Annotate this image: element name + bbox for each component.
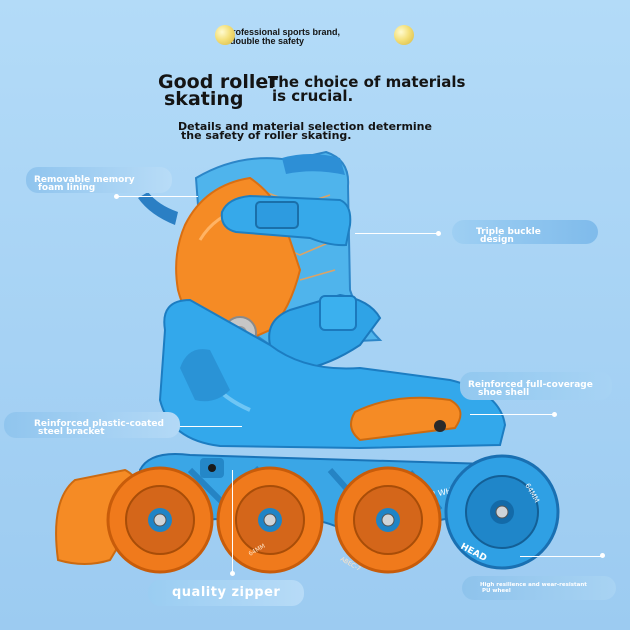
buckle-clip xyxy=(255,201,299,229)
callout-pu-wheel: High resilience and wear-resistant PU wh… xyxy=(462,576,616,600)
headline-right-line-1: The choice of materials xyxy=(268,73,466,91)
callout-bracket-line-1: Reinforced plastic-coated xyxy=(34,419,164,429)
headline-left-line-1: Good roller xyxy=(158,71,278,93)
leader-line-zipper xyxy=(232,470,233,574)
tongue-top xyxy=(282,154,345,175)
leader-line-memory xyxy=(118,196,198,197)
callout-wheel-line-1: High resilience and wear-resistant xyxy=(480,582,587,588)
callout-shoe-shell: Reinforced full-coverage shoe shell xyxy=(460,372,612,400)
callout-dot-icon xyxy=(552,412,557,417)
frame-bolt xyxy=(208,464,216,472)
callout-bracket-line-2: steel bracket xyxy=(38,427,105,437)
callout-memory-foam: Removable memory foam lining xyxy=(26,167,172,193)
wheel-3 xyxy=(334,466,442,574)
callout-buckle-line-2: design xyxy=(480,235,514,245)
callout-steel-bracket: Reinforced plastic-coated steel bracket xyxy=(4,412,180,438)
tennis-ball-icon xyxy=(394,25,414,45)
toe-screw xyxy=(434,420,446,432)
wheel-1 xyxy=(106,466,214,574)
ratchet-buckle xyxy=(319,295,357,331)
leader-line-wheel xyxy=(520,556,602,557)
wheel-4-front xyxy=(444,454,560,570)
leader-line-buckle xyxy=(355,233,440,234)
callout-dot-icon xyxy=(114,194,119,199)
callout-quality-zipper: quality zipper xyxy=(148,580,304,606)
cuff-strap xyxy=(138,192,178,225)
callout-zipper-label: quality zipper xyxy=(172,585,281,600)
wheels: HEAD 64MM 64MM ABEC-7 xyxy=(106,454,560,574)
headline-left: Good roller skating xyxy=(158,71,278,110)
callout-dot-icon xyxy=(230,571,235,576)
wheel-2 xyxy=(216,466,324,574)
callout-triple-buckle: Triple buckle design xyxy=(452,220,598,245)
brand-tagline-line-1: Professional sports brand, xyxy=(226,27,341,37)
brand-tagline: Professional sports brand, double the sa… xyxy=(226,28,340,46)
callout-buckle-line-1: Triple buckle xyxy=(476,227,541,237)
brand-tagline-line-2: double the safety xyxy=(230,36,305,46)
leader-line-shell xyxy=(470,414,556,415)
subheadline: Details and material selection determine… xyxy=(178,120,432,142)
callout-memory-line-1: Removable memory xyxy=(34,175,135,185)
callout-wheel-line-2: PU wheel xyxy=(482,588,511,594)
toe-accent xyxy=(350,396,462,442)
headline-right: The choice of materials is crucial. xyxy=(268,73,466,105)
shell-vent xyxy=(180,349,230,402)
callout-shell-line-1: Reinforced full-coverage xyxy=(468,380,593,390)
callout-dot-icon xyxy=(436,231,441,236)
subheadline-line-2: the safety of roller skating. xyxy=(181,129,352,142)
callout-dot-icon xyxy=(600,553,605,558)
headline-left-line-2: skating xyxy=(164,88,244,110)
subheadline-line-1: Details and material selection determine xyxy=(178,120,432,133)
callout-memory-line-2: foam lining xyxy=(38,183,96,193)
callout-shell-line-2: shoe shell xyxy=(478,388,530,398)
tennis-ball-icon xyxy=(215,25,235,45)
headline-right-line-2: is crucial. xyxy=(272,87,354,105)
